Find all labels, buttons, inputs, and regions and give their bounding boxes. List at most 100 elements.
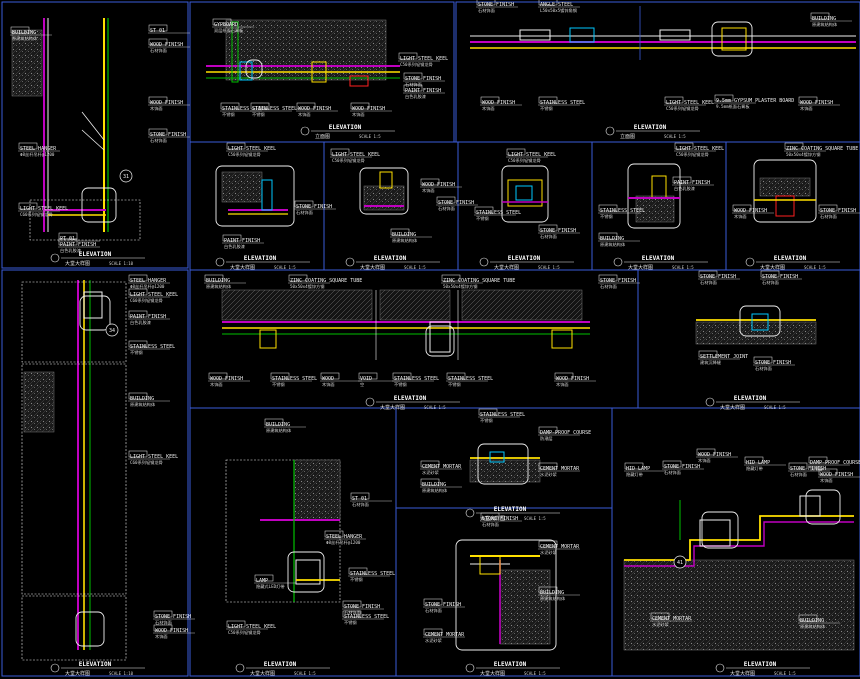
panel-subtitle: 大堂大样图 [494,264,519,271]
label-cn: 石材饰面 [478,7,495,14]
section-callout-bubble [105,323,119,337]
panel-subtitle: 大堂大样图 [380,404,405,411]
label-tag [348,567,368,575]
title-bubble [605,126,615,136]
lamp-housing [799,495,821,517]
label-cn: 木饰面 [698,457,711,464]
label-tag [204,274,224,282]
panel-subtitle: 大堂大样图 [730,670,755,677]
label-en: BUILDING [540,590,564,596]
label-cn: 石材饰面 [405,81,422,88]
label-cn: 不锈钢 [480,417,493,424]
label-en: ZINC COATING SQUARE TUBE [290,278,362,284]
label-cn: 白色乳胶漆 [60,247,81,254]
label-en: STAINLESS STEEL [394,376,439,382]
label-en: SETTLEMENT JOINT [700,354,748,360]
label-en: STONE FINISH [755,360,791,366]
label-tag [270,372,290,380]
label-en: PAINT FINISH [405,88,441,94]
panel-subtitle: 大堂大样图 [360,264,385,271]
label-tag [436,196,456,204]
label-cn: Φ8丝杆吊杆@1200 [20,151,55,158]
label-cn: 不锈钢 [394,381,407,388]
panel-scale: SCALE 1:5 [672,265,694,270]
label-cn: 建筑沉降缝 [700,359,722,366]
label-en: LIGHT STEEL KEEL [228,146,276,152]
label-tag [420,478,440,486]
label-cn: 原建筑结构体 [130,401,156,408]
label-cn: 石材饰面 [425,607,442,614]
panel-title: ELEVATION [774,255,807,262]
title-bubble [465,508,475,518]
label-en: WOOD FINISH [422,182,455,188]
label-cn: C60系列轻钢龙骨 [130,297,163,304]
label-en: STONE FINISH [296,204,332,210]
label-tag [18,142,38,150]
label-cn: 水泥砂浆 [422,469,440,476]
panel-subtitle: 大堂大样图 [65,260,90,267]
panel-scale: SCALE 1:5 [359,134,381,139]
panel-subtitle: 大堂大样图 [480,670,505,677]
label-cn: 9.5mm纸面石膏板 [716,103,750,110]
label-tag [128,310,148,318]
label-en: PAINT FINISH [674,180,710,186]
panel-title: ELEVATION [734,395,767,402]
label-en: WOOD [322,376,334,382]
label-en: STONE FINISH [700,274,736,280]
floor-slab [695,321,817,345]
panel-scale: SCALE 1:5 [664,134,686,139]
building-structure [11,29,43,97]
label-tag [128,392,148,400]
floor-slab [469,459,541,483]
label-tag [420,178,440,186]
panel-scale: SCALE 1:5 [404,265,426,270]
panel-scale: SCALE 1:10 [109,671,134,676]
label-en: DAMP-PROOF COURSE [810,460,860,466]
label-tag [744,456,764,464]
label-en: HID LAMP [626,466,650,472]
label-cn: C60系列轻钢龙骨 [130,459,163,466]
label-cn: 石材饰面 [155,619,172,626]
label-cn: C50系列轻钢龙骨 [228,629,261,636]
label-tag [342,600,362,608]
section-callout-bubble [673,555,687,569]
inner-section [515,185,533,201]
label-cn: 不锈钢 [350,576,363,583]
label-tag [148,24,168,32]
label-tag [390,228,410,236]
label-cn: 石材饰面 [700,279,717,286]
panel-subtitle: 立面图 [620,133,635,140]
label-tag [392,372,412,380]
joint [751,313,769,331]
label-tag [818,468,838,476]
label-tag [350,492,370,500]
label-cn: 50x50x4镀锌方钢 [786,151,820,158]
dashed-zone [225,459,341,603]
title-bubble [715,663,725,673]
trim-detail [259,329,277,349]
panel-title: ELEVATION [264,661,297,668]
label-cn: 石材饰面 [150,47,167,54]
label-cn: 木饰面 [155,633,168,640]
detail-box-p9b [75,611,105,647]
